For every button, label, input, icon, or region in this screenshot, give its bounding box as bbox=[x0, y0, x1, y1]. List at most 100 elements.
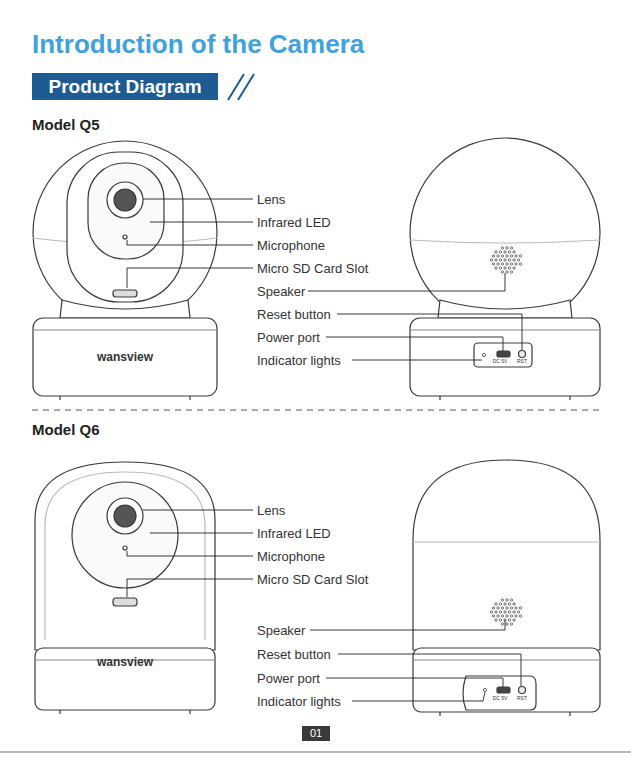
port-marking: RST bbox=[517, 359, 527, 364]
speaker-hole bbox=[499, 619, 501, 621]
speaker-hole bbox=[495, 603, 497, 605]
speaker-hole bbox=[499, 267, 501, 269]
speaker-hole bbox=[492, 255, 494, 257]
part-callout: Indicator lights bbox=[257, 354, 343, 367]
speaker-hole bbox=[490, 611, 492, 613]
speaker-hole bbox=[506, 607, 508, 609]
speaker-hole bbox=[513, 259, 515, 261]
speaker-hole bbox=[504, 611, 506, 613]
speaker-hole bbox=[517, 259, 519, 261]
speaker-hole bbox=[501, 607, 503, 609]
speaker-hole bbox=[508, 603, 510, 605]
speaker-hole bbox=[510, 599, 512, 601]
speaker-hole bbox=[499, 611, 501, 613]
speaker-hole bbox=[508, 259, 510, 261]
speaker-hole bbox=[497, 615, 499, 617]
speaker-hole bbox=[510, 263, 512, 265]
model-heading: Model Q6 bbox=[32, 422, 100, 437]
node-text: 01 bbox=[310, 728, 322, 739]
brand-logo: wansview bbox=[97, 351, 153, 363]
speaker-hole bbox=[501, 255, 503, 257]
speaker-hole bbox=[497, 255, 499, 257]
speaker-hole bbox=[515, 263, 517, 265]
speaker-hole bbox=[499, 251, 501, 253]
speaker-hole bbox=[501, 263, 503, 265]
speaker-hole bbox=[506, 255, 508, 257]
speaker-hole bbox=[504, 267, 506, 269]
speaker-hole bbox=[513, 267, 515, 269]
part-callout: Infrared LED bbox=[257, 216, 333, 229]
section-banner: Product Diagram bbox=[32, 73, 218, 100]
speaker-hole bbox=[492, 263, 494, 265]
node-text: Product Diagram bbox=[48, 77, 201, 96]
speaker-hole bbox=[508, 619, 510, 621]
speaker-hole bbox=[515, 255, 517, 257]
speaker-hole bbox=[501, 623, 503, 625]
speaker-hole bbox=[504, 603, 506, 605]
port-marking: DC 5V bbox=[493, 359, 508, 364]
speaker-hole bbox=[508, 251, 510, 253]
speaker-hole bbox=[519, 615, 521, 617]
part-callout: Micro SD Card Slot bbox=[257, 573, 370, 586]
part-callout: Infrared LED bbox=[257, 527, 333, 540]
part-callout: Micro SD Card Slot bbox=[257, 262, 370, 275]
part-callout: Power port bbox=[257, 672, 322, 685]
speaker-hole bbox=[501, 599, 503, 601]
part-callout: Lens bbox=[257, 504, 287, 517]
speaker-hole bbox=[497, 607, 499, 609]
speaker-hole bbox=[501, 271, 503, 273]
page-number-box: 01 bbox=[302, 726, 330, 741]
part-callout: Reset button bbox=[257, 648, 333, 661]
speaker-hole bbox=[510, 615, 512, 617]
speaker-hole bbox=[513, 611, 515, 613]
speaker-hole bbox=[506, 615, 508, 617]
speaker-hole bbox=[501, 247, 503, 249]
speaker-hole bbox=[495, 619, 497, 621]
part-callout: Power port bbox=[257, 331, 322, 344]
speaker-hole bbox=[495, 259, 497, 261]
speaker-hole bbox=[510, 255, 512, 257]
part-callout: Reset button bbox=[257, 308, 333, 321]
brand-logo: wansview bbox=[97, 656, 153, 668]
speaker-hole bbox=[519, 263, 521, 265]
speaker-hole bbox=[490, 259, 492, 261]
model-heading: Model Q5 bbox=[32, 117, 100, 132]
speaker-hole bbox=[515, 615, 517, 617]
speaker-hole bbox=[504, 259, 506, 261]
speaker-hole bbox=[506, 271, 508, 273]
speaker-hole bbox=[506, 623, 508, 625]
speaker-hole bbox=[510, 271, 512, 273]
port-marking: DC 5V bbox=[493, 696, 508, 701]
part-callout: Lens bbox=[257, 193, 287, 206]
speaker-hole bbox=[508, 611, 510, 613]
part-callout: Speaker bbox=[257, 624, 307, 637]
port-marking: RST bbox=[517, 696, 527, 701]
speaker-hole bbox=[519, 255, 521, 257]
part-callout: Microphone bbox=[257, 239, 327, 252]
speaker-hole bbox=[492, 607, 494, 609]
speaker-hole bbox=[510, 247, 512, 249]
speaker-hole bbox=[504, 251, 506, 253]
speaker-hole bbox=[506, 599, 508, 601]
speaker-hole bbox=[513, 619, 515, 621]
speaker-hole bbox=[510, 607, 512, 609]
speaker-hole bbox=[501, 615, 503, 617]
speaker-hole bbox=[499, 259, 501, 261]
speaker-hole bbox=[519, 607, 521, 609]
speaker-hole bbox=[510, 623, 512, 625]
speaker-hole bbox=[495, 251, 497, 253]
speaker-hole bbox=[517, 611, 519, 613]
part-callout: Speaker bbox=[257, 285, 307, 298]
speaker-hole bbox=[506, 247, 508, 249]
speaker-hole bbox=[492, 615, 494, 617]
speaker-hole bbox=[499, 603, 501, 605]
part-callout: Microphone bbox=[257, 550, 327, 563]
page-title: Introduction of the Camera bbox=[32, 31, 364, 57]
part-callout: Indicator lights bbox=[257, 695, 343, 708]
speaker-hole bbox=[506, 263, 508, 265]
speaker-hole bbox=[495, 267, 497, 269]
speaker-hole bbox=[513, 251, 515, 253]
speaker-hole bbox=[513, 603, 515, 605]
speaker-hole bbox=[515, 607, 517, 609]
